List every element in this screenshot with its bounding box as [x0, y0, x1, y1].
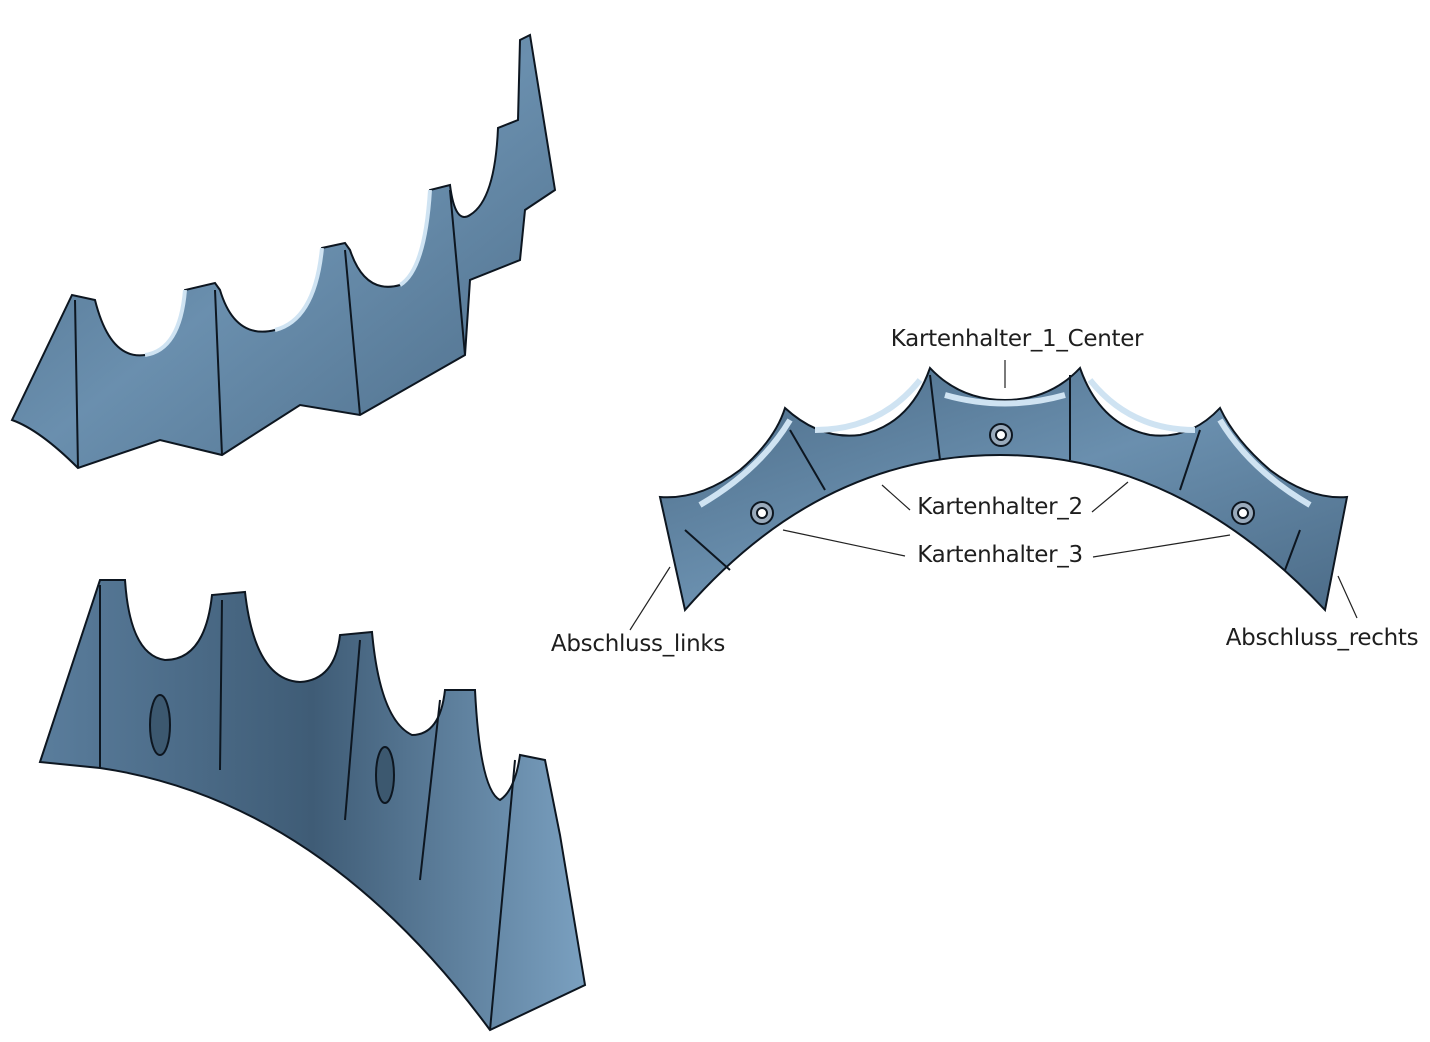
top-view-part — [10, 33, 557, 470]
bottom-view-part — [38, 579, 587, 1032]
screw-hole-icon — [1231, 501, 1255, 525]
screw-hole-icon — [750, 501, 774, 525]
label-kartenhalter-3: Kartenhalter_3 — [917, 542, 1083, 568]
label-abschluss-links: Abschluss_links — [550, 631, 726, 657]
label-abschluss-rechts: Abschluss_rechts — [1225, 625, 1419, 651]
label-kartenhalter-1-center: Kartenhalter_1_Center — [890, 326, 1144, 352]
screw-hole-icon — [989, 423, 1013, 447]
leader-lines — [629, 360, 1358, 631]
label-kartenhalter-2: Kartenhalter_2 — [917, 494, 1083, 520]
assembly-top-view — [658, 366, 1349, 613]
